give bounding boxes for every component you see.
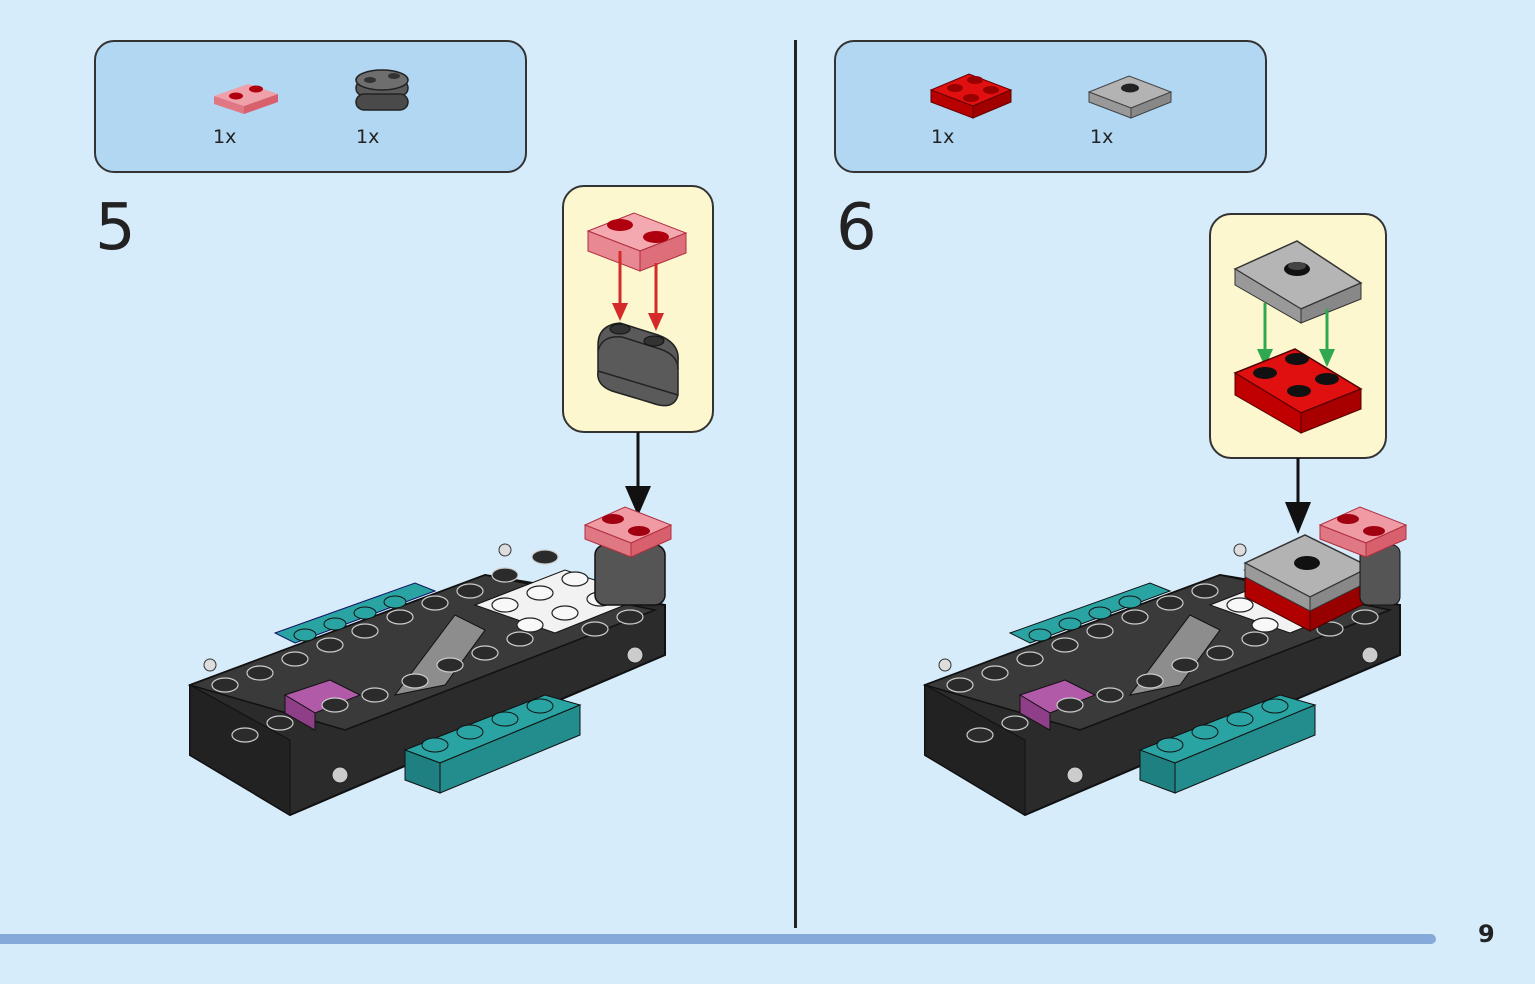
grey-jumper-plate-icon [1087,75,1173,119]
callout-arrow-step-6 [1285,458,1311,534]
callout-assembly-step-6 [1233,240,1363,434]
footer-bar [0,934,1436,944]
part-qty-step6-2: 1x [1090,126,1114,148]
parts-list-step-6 [834,40,1267,173]
trans-red-plate-1x2-icon [214,84,278,114]
model-assembly-step-6 [922,506,1408,817]
part-qty-step5-1: 1x [213,126,237,148]
red-plate-2x2-icon [929,73,1013,119]
step-number-5: 5 [95,191,136,265]
page-divider [794,40,797,928]
page-number: 9 [1478,920,1495,948]
dark-grey-bracket-icon [355,69,409,111]
callout-assembly-step-5 [586,212,688,407]
model-assembly-step-5 [187,506,673,817]
part-qty-step5-2: 1x [356,126,380,148]
step-number-6: 6 [836,191,877,265]
part-qty-step6-1: 1x [931,126,955,148]
parts-list-step-5 [94,40,527,173]
callout-arrow-step-5 [625,432,651,516]
